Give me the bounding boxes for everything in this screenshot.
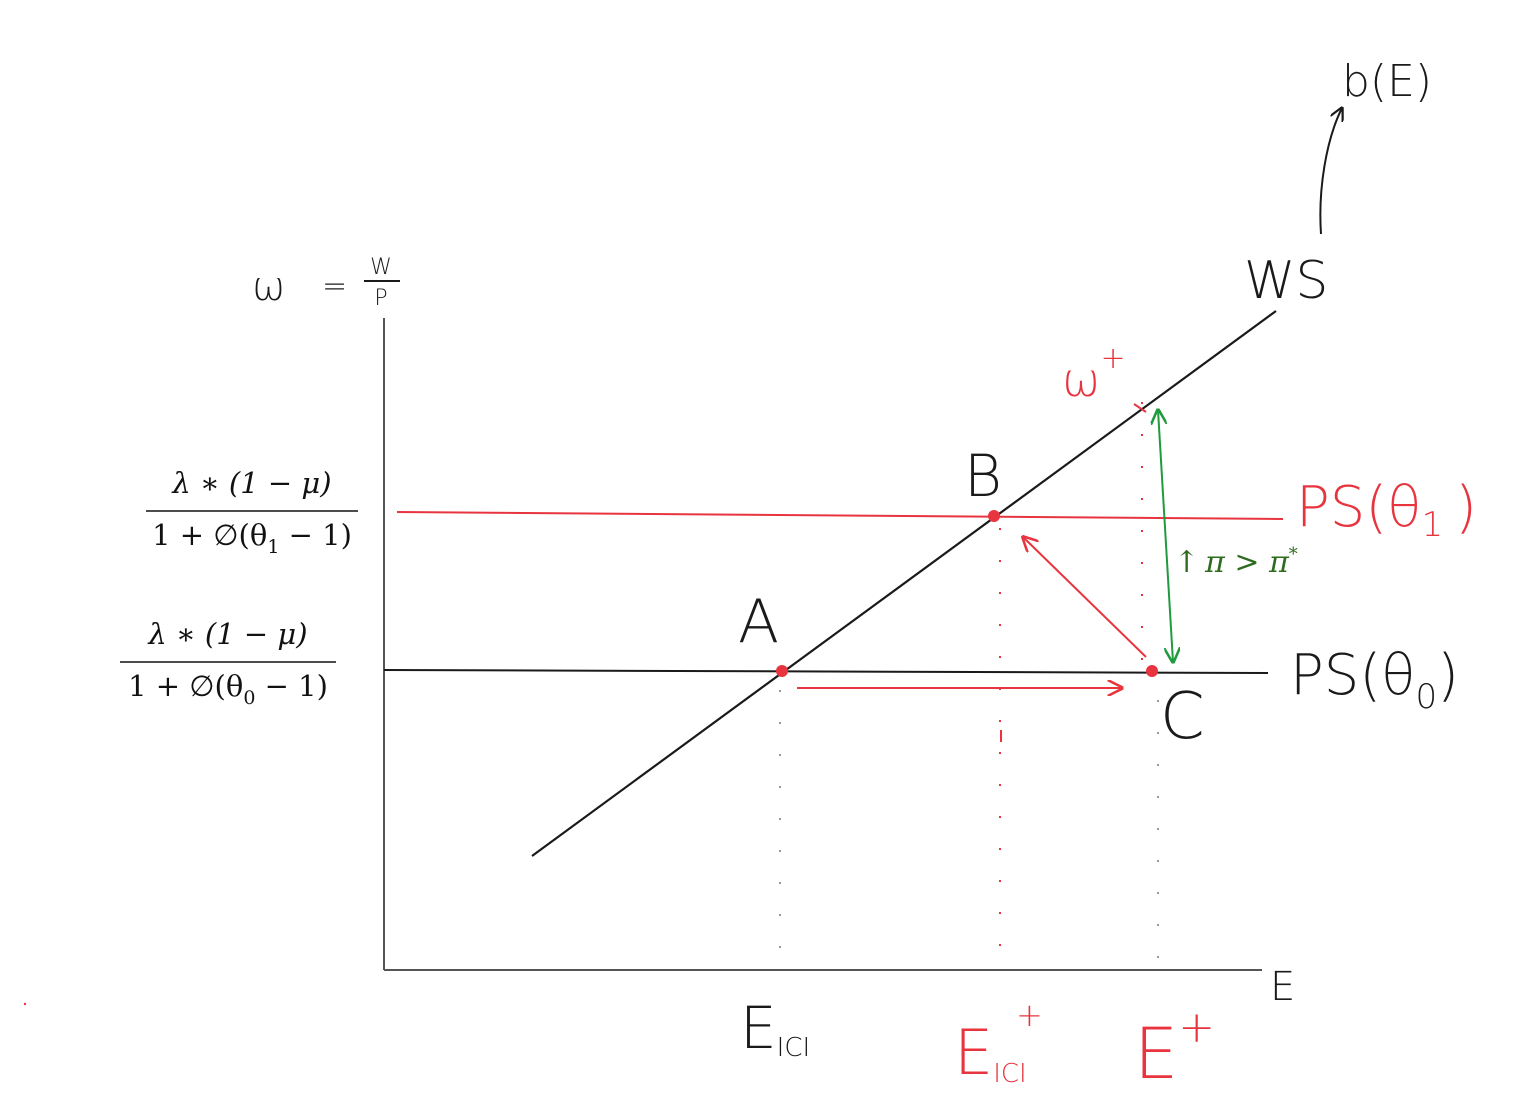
point-b-dot	[988, 510, 1000, 522]
ws-curve	[531, 310, 1277, 857]
point-c-label: C	[1160, 680, 1205, 754]
ps-theta1-label: PS(θ1)	[1296, 475, 1477, 545]
up-arrow-icon: ↑	[1174, 545, 1199, 580]
point-a-dot	[776, 665, 788, 677]
omega-plus-label: ω+	[1062, 341, 1126, 407]
e-plus-label: E+	[1134, 1002, 1215, 1095]
nominal-wage-symbol: W	[370, 255, 392, 280]
price-level-symbol: P	[374, 286, 387, 311]
ps-theta1-line	[396, 511, 1284, 520]
inflation-annotation: ↑π > π*	[1174, 544, 1298, 580]
wage-gap-arrow	[1158, 410, 1173, 662]
b-e-arrow	[1319, 108, 1342, 235]
ps-theta0-level-formula: λ ∗ (1 − μ) 1 + ∅(θ0 − 1)	[120, 617, 336, 709]
point-a-label: A	[738, 587, 779, 657]
ps-theta1-numerator: λ ∗ (1 − μ)	[171, 466, 331, 500]
stray-mark	[23, 1002, 27, 1006]
point-b-label: B	[964, 442, 1002, 510]
ps-theta0-label: PS(θ0)	[1290, 643, 1459, 717]
ps-theta0-line	[383, 669, 1269, 674]
omega-plus-tick	[1133, 403, 1147, 413]
omega-symbol: ω	[252, 264, 286, 310]
x-axis-label: E	[1270, 964, 1295, 1010]
equals-sign: =	[322, 269, 347, 304]
ws-label: WS	[1244, 251, 1328, 311]
ps-theta0-numerator: λ ∗ (1 − μ)	[147, 617, 307, 651]
arrow-c-to-b	[1023, 537, 1147, 658]
y-axis-label: ω = W P	[252, 255, 400, 311]
ps-theta1-level-formula: λ ∗ (1 − μ) 1 + ∅(θ1 − 1)	[146, 466, 358, 558]
b-e-label: b(E)	[1342, 56, 1432, 107]
point-c-dot	[1146, 665, 1158, 677]
e-ici-plus-label: EICI+	[954, 996, 1043, 1089]
ps-theta1-denominator: 1 + ∅(θ1 − 1)	[152, 518, 352, 558]
ps-theta0-denominator: 1 + ∅(θ0 − 1)	[128, 669, 328, 709]
e-ici-label: EICI	[740, 994, 810, 1063]
